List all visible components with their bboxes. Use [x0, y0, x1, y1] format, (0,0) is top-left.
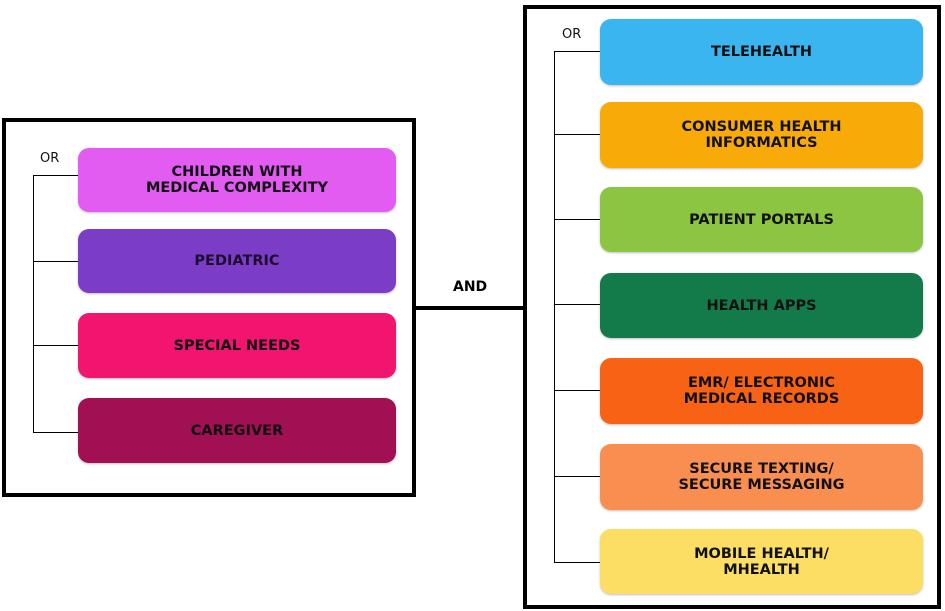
term-special-needs: SPECIAL NEEDS	[78, 313, 396, 378]
and-label: AND	[453, 279, 488, 295]
term-caregiver: CAREGIVER	[78, 398, 396, 463]
right-branch	[554, 476, 600, 477]
right-branch	[554, 51, 600, 52]
right-or-label: OR	[562, 27, 582, 42]
left-group-frame	[2, 118, 416, 497]
left-branch	[33, 345, 78, 346]
left-branch	[33, 175, 78, 176]
right-branch	[554, 134, 600, 135]
term-telehealth: TELEHEALTH	[600, 19, 923, 85]
left-or-label: OR	[40, 151, 60, 166]
right-branch	[554, 390, 600, 391]
and-connector-line	[416, 306, 523, 310]
left-branch	[33, 432, 78, 433]
term-consumer-health-informatics: CONSUMER HEALTH INFORMATICS	[600, 102, 923, 168]
right-branch	[554, 219, 600, 220]
term-pediatric: PEDIATRIC	[78, 229, 396, 293]
right-bracket-vertical	[554, 51, 555, 563]
right-branch	[554, 304, 600, 305]
term-mobile-health: MOBILE HEALTH/ MHEALTH	[600, 529, 923, 594]
term-children-with-medical-complexity: CHILDREN WITH MEDICAL COMPLEXITY	[78, 148, 396, 212]
right-group-frame	[523, 5, 941, 609]
left-bracket-vertical	[33, 175, 34, 433]
term-health-apps: HEALTH APPS	[600, 273, 923, 338]
term-secure-texting-messaging: SECURE TEXTING/ SECURE MESSAGING	[600, 444, 923, 510]
term-emr-electronic-medical-records: EMR/ ELECTRONIC MEDICAL RECORDS	[600, 358, 923, 424]
term-patient-portals: PATIENT PORTALS	[600, 187, 923, 252]
right-branch	[554, 562, 600, 563]
left-branch	[33, 261, 78, 262]
